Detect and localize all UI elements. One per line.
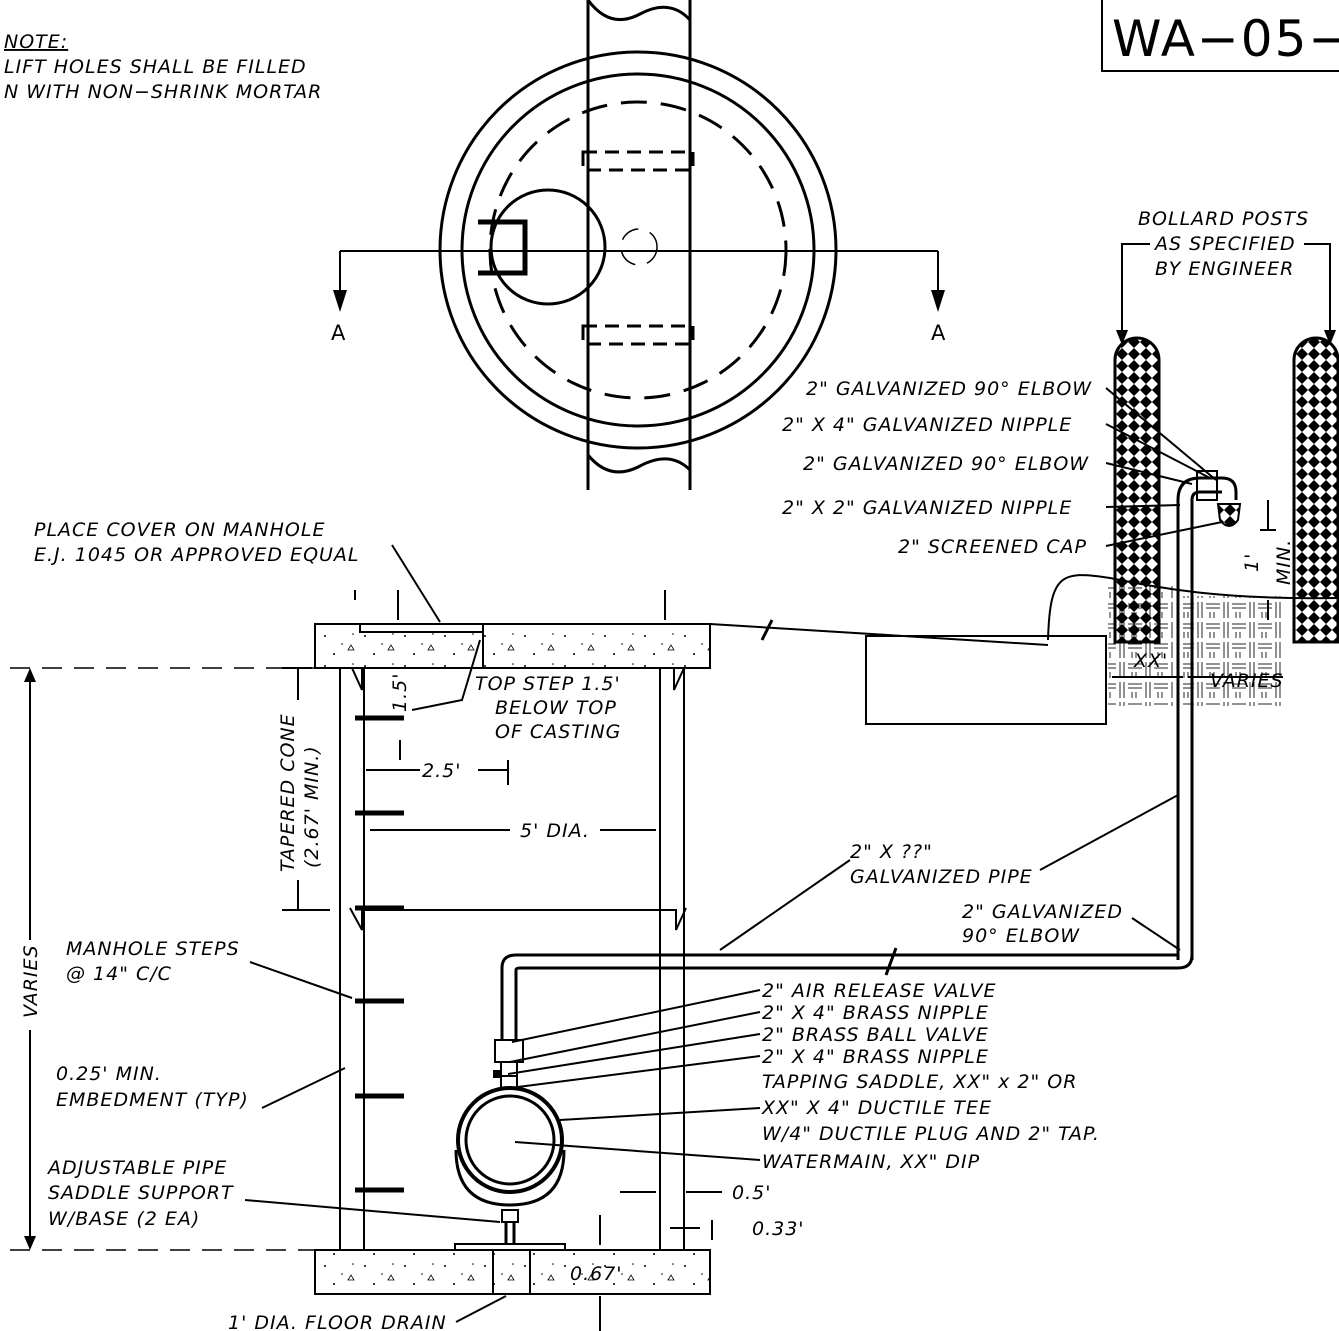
cover-label-2: E.J. 1045 OR APPROVED EQUAL — [34, 544, 360, 566]
top-step-label-3: OF CASTING — [495, 721, 621, 743]
steps-label-2: @ 14" C/C — [66, 963, 172, 985]
support-label-2: SADDLE SUPPORT — [48, 1182, 234, 1204]
steps-label-1: MANHOLE STEPS — [66, 938, 240, 960]
label-brass-nipple-b: 2" X 4" BRASS NIPPLE — [762, 1046, 989, 1068]
label-nipple-2: 2" X 2" GALVANIZED NIPPLE — [782, 497, 1072, 519]
cone-label-2: (2.67' MIN.) — [301, 745, 323, 868]
pipe-label-2: GALVANIZED PIPE — [850, 866, 1033, 888]
label-ductile-plug: W/4" DUCTILE PLUG AND 2" TAP. — [762, 1123, 1100, 1145]
cone-label-1: TAPERED CONE — [277, 713, 299, 872]
label-elbow-mid: 2" GALVANIZED 90° ELBOW — [803, 453, 1089, 475]
note-block: NOTE: LIFT HOLES SHALL BE FILLED N WITH … — [4, 31, 322, 103]
note-line-2: N WITH NON−SHRINK MORTAR — [4, 81, 322, 103]
section-mark-right: A — [931, 321, 946, 345]
elbow-low-label-1: 2" GALVANIZED — [962, 901, 1123, 923]
label-air-release: 2" AIR RELEASE VALVE — [762, 980, 997, 1002]
varies-dim: VARIES — [20, 944, 42, 1018]
elbow-low-label-2: 90° ELBOW — [962, 925, 1080, 947]
label-ball-valve: 2" BRASS BALL VALVE — [762, 1024, 989, 1046]
sheet-id: WA−05− — [1112, 10, 1339, 68]
bollard-label-2: AS SPECIFIED — [1153, 233, 1296, 255]
section-labels: PLACE COVER ON MANHOLE E.J. 1045 OR APPR… — [20, 519, 1123, 1331]
note-heading: NOTE: — [4, 31, 68, 53]
floor-drain-label: 1' DIA. FLOOR DRAIN — [228, 1312, 447, 1331]
section-mark-left: A — [331, 321, 346, 345]
pipe-label-1: 2" X ??" — [850, 841, 933, 863]
sheet-id-box: WA−05− — [1101, 0, 1339, 72]
label-ductile-tee: XX" X 4" DUCTILE TEE — [761, 1097, 992, 1119]
label-screened-cap: 2" SCREENED CAP — [898, 536, 1087, 558]
dimension-lines — [10, 590, 722, 1331]
bollard-label-3: BY ENGINEER — [1155, 258, 1294, 280]
interior-piping — [454, 947, 1194, 1251]
xx-dim: XX' — [1133, 650, 1168, 672]
label-brass-nipple-a: 2" X 4" BRASS NIPPLE — [762, 1002, 989, 1024]
note-line-1: LIFT HOLES SHALL BE FILLED — [4, 56, 307, 78]
ground-line — [709, 619, 1107, 725]
bollard-posts: BOLLARD POSTS AS SPECIFIED BY ENGINEER X… — [1047, 208, 1339, 706]
min-rise-dim: 1' — [1241, 553, 1263, 572]
step-depth-dim: 1.5' — [389, 673, 411, 712]
min-label: MIN. — [1273, 539, 1295, 585]
label-tapping-saddle: TAPPING SADDLE, XX" x 2" OR — [762, 1071, 1077, 1093]
embedment-label-2: EMBEDMENT (TYP) — [56, 1089, 249, 1111]
varies-small-dim: VARIES — [1210, 670, 1284, 692]
label-watermain: WATERMAIN, XX" DIP — [762, 1151, 980, 1173]
base-gap-dim: 0.33' — [752, 1218, 805, 1240]
leader-lines — [244, 544, 1181, 1323]
plan-view: A A — [331, 0, 946, 490]
label-elbow-top: 2" GALVANIZED 90° ELBOW — [806, 378, 1092, 400]
label-nipple-4: 2" X 4" GALVANIZED NIPPLE — [782, 414, 1072, 436]
embedment-label-1: 0.25' MIN. — [56, 1063, 162, 1085]
support-label-1: ADJUSTABLE PIPE — [46, 1157, 227, 1179]
support-label-3: W/BASE (2 EA) — [48, 1208, 200, 1230]
manhole-section — [314, 590, 711, 1295]
base-dim: 0.67' — [570, 1263, 623, 1285]
wall-dim: 0.5' — [732, 1182, 771, 1204]
bollard-label-1: BOLLARD POSTS — [1138, 208, 1309, 230]
cover-label-1: PLACE COVER ON MANHOLE — [34, 519, 325, 541]
diameter-dim: 5' DIA. — [520, 820, 590, 842]
top-step-label-2: BELOW TOP — [495, 697, 617, 719]
step-offset-dim: 2.5' — [422, 760, 461, 782]
vent-riser: 2" GALVANIZED 90° ELBOW 2" X 4" GALVANIZ… — [782, 378, 1295, 960]
top-step-label-1: TOP STEP 1.5' — [475, 673, 621, 695]
